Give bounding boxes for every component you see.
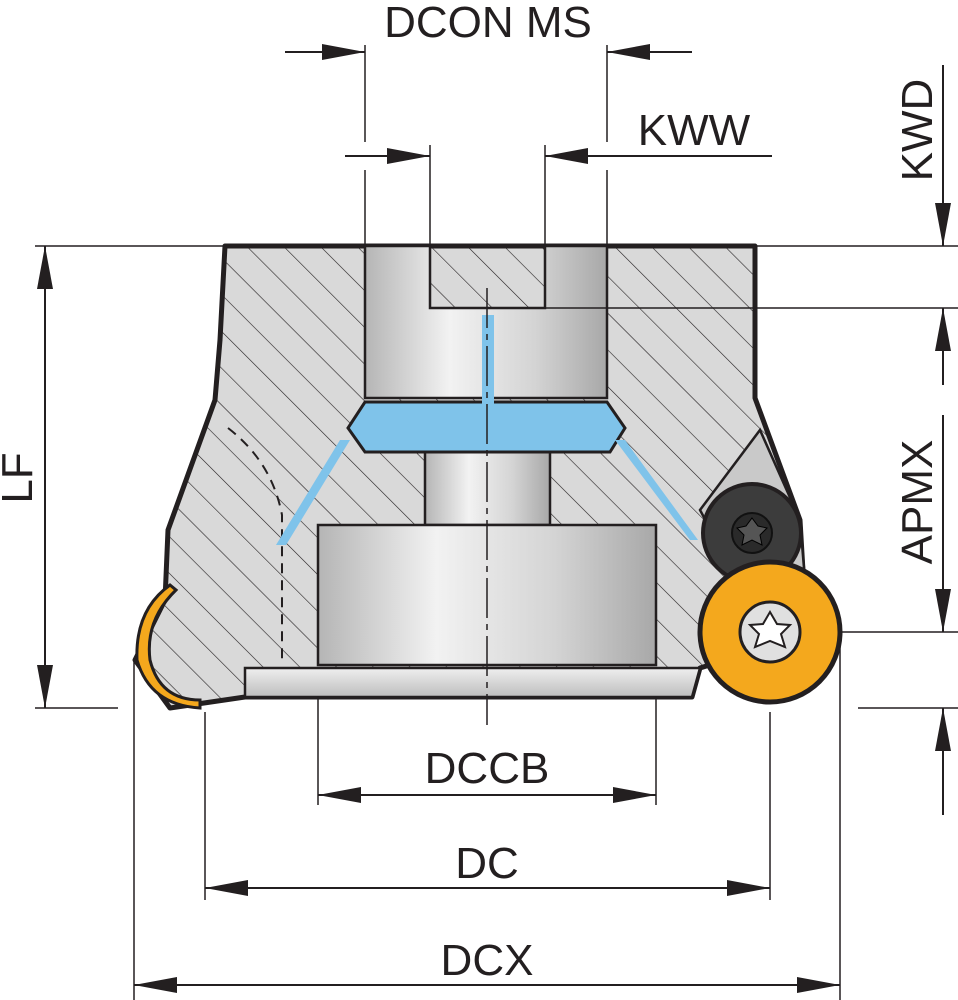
label-dc: DC bbox=[455, 839, 519, 888]
coolant-channels bbox=[276, 315, 698, 545]
dim-dcx bbox=[133, 640, 841, 1000]
hidden-line bbox=[227, 427, 283, 660]
dim-dc bbox=[204, 712, 771, 900]
label-lf: LF bbox=[0, 452, 42, 503]
label-dccb: DCCB bbox=[425, 744, 550, 793]
label-dcon-ms: DCON MS bbox=[384, 0, 592, 47]
dim-apmx bbox=[840, 415, 958, 815]
dim-kww bbox=[345, 145, 772, 246]
label-apmx: APMX bbox=[893, 440, 942, 565]
round-insert-left bbox=[135, 583, 202, 710]
label-kwd: KWD bbox=[893, 79, 942, 182]
label-kww: KWW bbox=[638, 106, 751, 155]
round-insert-right bbox=[697, 559, 843, 705]
clamp-screw bbox=[698, 427, 807, 587]
dim-dcon-ms bbox=[285, 44, 692, 142]
dim-dccb bbox=[317, 697, 657, 805]
label-dcx: DCX bbox=[441, 936, 534, 985]
dim-kwd bbox=[545, 65, 958, 385]
dim-lf bbox=[35, 245, 225, 709]
